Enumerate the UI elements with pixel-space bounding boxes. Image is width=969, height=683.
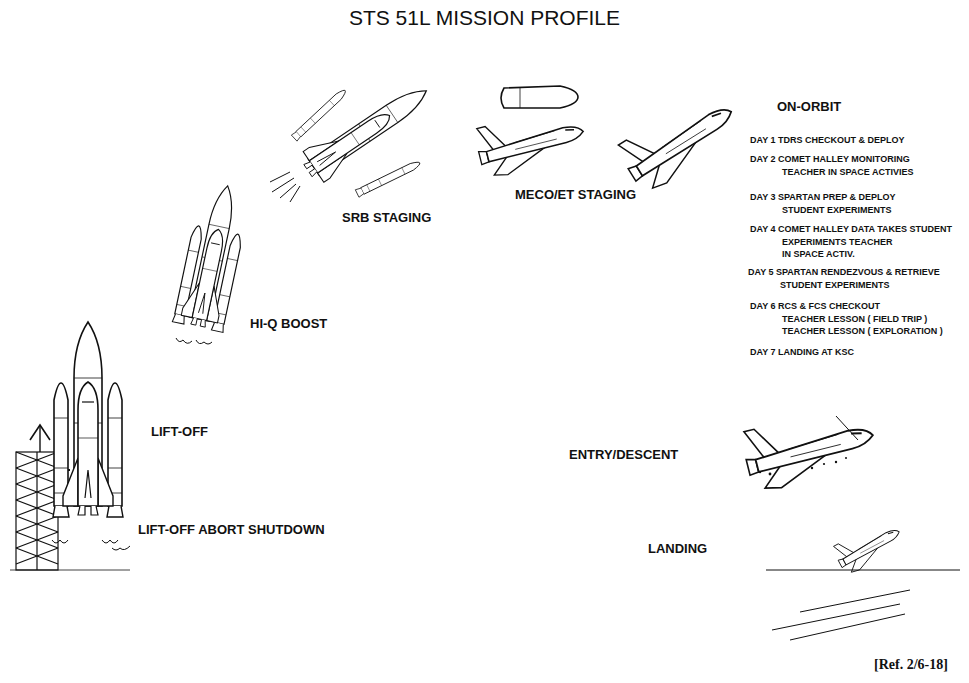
stage-label: ENTRY/DESCENT [569,448,678,463]
text-line: STUDENT EXPERIMENTS [748,279,940,292]
diagram-title: STS 51L MISSION PROFILE [0,6,969,30]
text-line: EXPERIMENTS TEACHER [750,236,952,249]
stage-label: HI-Q BOOST [250,317,327,332]
day-activity: DAY 4 COMET HALLEY DATA TAKES STUDENT EX… [750,223,952,261]
text-line: TEACHER LESSON ( FIELD TRIP ) [750,313,943,326]
text-line: STUDENT EXPERIMENTS [750,204,896,217]
stage-label: LIFT-OFF [151,425,208,440]
stage-label: SRB STAGING [342,211,431,226]
day-activity: DAY 2 COMET HALLEY MONITORING TEACHER IN… [750,153,914,178]
stage-label: LIFT-OFF ABORT SHUTDOWN [138,523,325,538]
text-line: DAY 5 SPARTAN RENDEZVOUS & RETRIEVE [748,266,940,279]
stage-label: MECO/ET STAGING [515,188,636,203]
day-activity: DAY 5 SPARTAN RENDEZVOUS & RETRIEVE STUD… [748,266,940,291]
stage-label: LANDING [648,542,707,557]
text-line: DAY 4 COMET HALLEY DATA TAKES STUDENT [750,223,952,236]
text-line: TEACHER LESSON ( EXPLORATION ) [750,325,943,338]
text-line: TEACHER IN SPACE ACTIVIES [750,166,914,179]
day-activity: DAY 7 LANDING AT KSC [750,346,854,359]
text-line: DAY 6 RCS & FCS CHECKOUT [750,300,943,313]
text-line: IN SPACE ACTIV. [750,248,952,261]
stage-label: ON-ORBIT [777,100,841,115]
day-activity: DAY 1 TDRS CHECKOUT & DEPLOY [750,134,905,147]
text-line: DAY 3 SPARTAN PREP & DEPLOY [750,191,896,204]
text-line: DAY 2 COMET HALLEY MONITORING [750,153,914,166]
day-activity: DAY 3 SPARTAN PREP & DEPLOY STUDENT EXPE… [750,191,896,216]
day-activity: DAY 6 RCS & FCS CHECKOUT TEACHER LESSON … [750,300,943,338]
reference-note: [Ref. 2/6-18] [874,657,948,673]
